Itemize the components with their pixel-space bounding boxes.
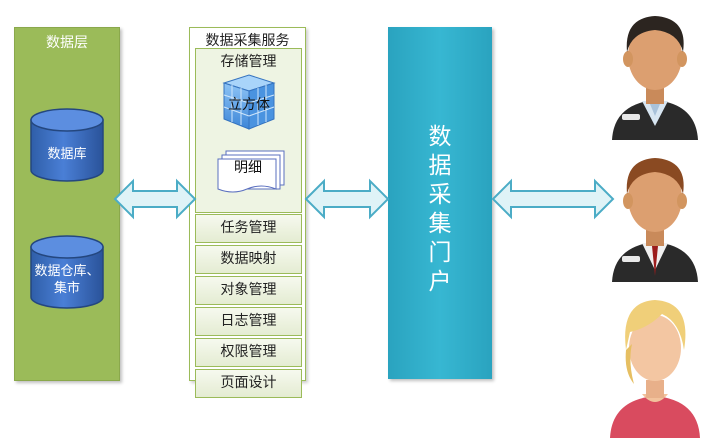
data-collection-portal-panel: 数据采集门户: [388, 27, 492, 379]
service-title: 数据采集服务: [205, 33, 290, 49]
data-warehouse-cylinder-icon: [30, 235, 104, 309]
cube-icon: [222, 74, 276, 130]
male-user-icon: [612, 16, 698, 140]
data-collection-service-panel: 数据采集服务 存储管理 立方体 明细 任务管理 数据映射 对象管理 日志管: [189, 27, 306, 398]
page-design-item: 页面设计: [195, 369, 302, 398]
cube-label: 立方体: [228, 97, 270, 113]
portal-title: 数据采集门户: [428, 124, 452, 295]
permission-management-item: 权限管理: [195, 338, 302, 367]
double-arrow-icon: [113, 178, 197, 220]
double-arrow-icon: [491, 178, 615, 220]
data-warehouse-label: 数据仓库、集市: [34, 264, 100, 296]
database-label: 数据库: [47, 147, 87, 162]
detail-documents-icon: [217, 150, 285, 193]
storage-management-box: 存储管理 立方体 明细: [195, 48, 302, 213]
data-layer-panel: 数据层 数据库 数据仓库、集市: [14, 27, 120, 381]
storage-management-title: 存储管理: [220, 54, 277, 70]
male-user-icon: [612, 158, 698, 282]
female-user-icon: [610, 300, 700, 438]
database-cylinder-icon: [30, 108, 104, 182]
double-arrow-icon: [304, 178, 390, 220]
log-management-item: 日志管理: [195, 307, 302, 336]
detail-label: 明细: [234, 160, 262, 176]
data-layer-title: 数据层: [46, 35, 88, 51]
object-management-item: 对象管理: [195, 276, 302, 305]
data-mapping-item: 数据映射: [195, 245, 302, 274]
task-management-item: 任务管理: [195, 214, 302, 243]
